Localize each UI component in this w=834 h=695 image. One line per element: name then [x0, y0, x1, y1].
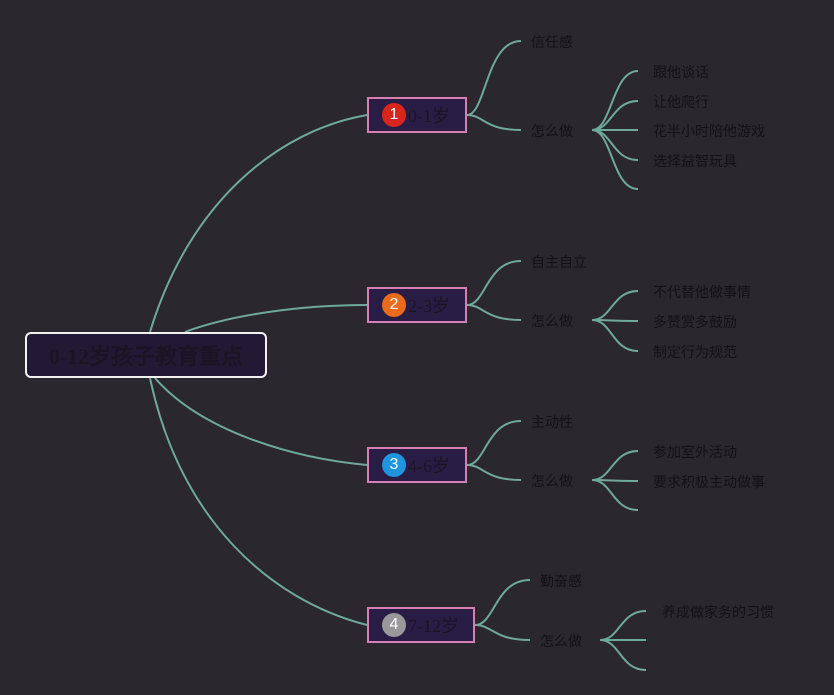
- connector-action: [591, 129, 639, 190]
- number-badge-icon: 2: [382, 293, 406, 317]
- connector-goal: [474, 579, 531, 626]
- action-topic[interactable]: 要求积极主动做事: [653, 475, 765, 491]
- connector-action: [591, 319, 639, 352]
- how-topic[interactable]: 怎么做: [540, 634, 582, 650]
- connector-how: [466, 114, 522, 131]
- how-topic[interactable]: 怎么做: [531, 474, 573, 490]
- action-topic[interactable]: 让他爬行: [653, 95, 709, 111]
- action-topic[interactable]: 不代替他做事情: [653, 285, 751, 301]
- goal-topic[interactable]: 主动性: [531, 415, 573, 431]
- connector-root-branch: [149, 114, 368, 333]
- connector-root-branch: [154, 377, 368, 466]
- connector-action: [591, 70, 639, 131]
- connector-goal: [466, 420, 522, 466]
- connector-action: [591, 100, 639, 131]
- how-topic[interactable]: 怎么做: [531, 314, 573, 330]
- action-topic[interactable]: 多赞赏多鼓励: [653, 315, 737, 331]
- branch-age-label: 7-12岁: [408, 616, 459, 636]
- goal-topic[interactable]: 信任感: [531, 35, 573, 51]
- action-topic[interactable]: 花半小时陪他游戏: [653, 124, 765, 140]
- connector-how: [474, 624, 531, 641]
- number-badge-icon: 3: [382, 453, 406, 477]
- how-topic[interactable]: 怎么做: [531, 124, 573, 140]
- branch-age-label: 0-1岁: [408, 106, 450, 126]
- connector-action: [599, 610, 647, 641]
- branch-age-label: 4-6岁: [408, 456, 450, 476]
- number-badge-icon: 1: [382, 103, 406, 127]
- action-topic[interactable]: 参加室外活动: [653, 445, 737, 461]
- action-topic[interactable]: 养成做家务的习惯: [662, 605, 774, 621]
- connector-root-branch: [184, 304, 368, 333]
- connector-how: [466, 304, 522, 321]
- goal-topic[interactable]: 自主自立: [531, 255, 587, 271]
- connector-goal: [466, 260, 522, 306]
- connector-action: [591, 290, 639, 321]
- connector-goal: [466, 40, 522, 116]
- connector-action: [591, 450, 639, 481]
- connector-how: [466, 464, 522, 481]
- branch-age-label: 2-3岁: [408, 296, 450, 316]
- connector-action: [591, 479, 639, 511]
- action-topic[interactable]: 选择益智玩具: [653, 154, 737, 170]
- action-topic[interactable]: 制定行为规范: [653, 345, 737, 361]
- connector-action: [599, 639, 647, 671]
- action-topic[interactable]: 跟他谈话: [653, 65, 709, 81]
- number-badge-icon: 4: [382, 613, 406, 637]
- connector-action: [591, 129, 639, 161]
- goal-topic[interactable]: 勤奋感: [540, 574, 582, 590]
- connector-root-branch: [149, 377, 368, 626]
- root-topic[interactable]: 0-12岁孩子教育重点: [25, 332, 267, 378]
